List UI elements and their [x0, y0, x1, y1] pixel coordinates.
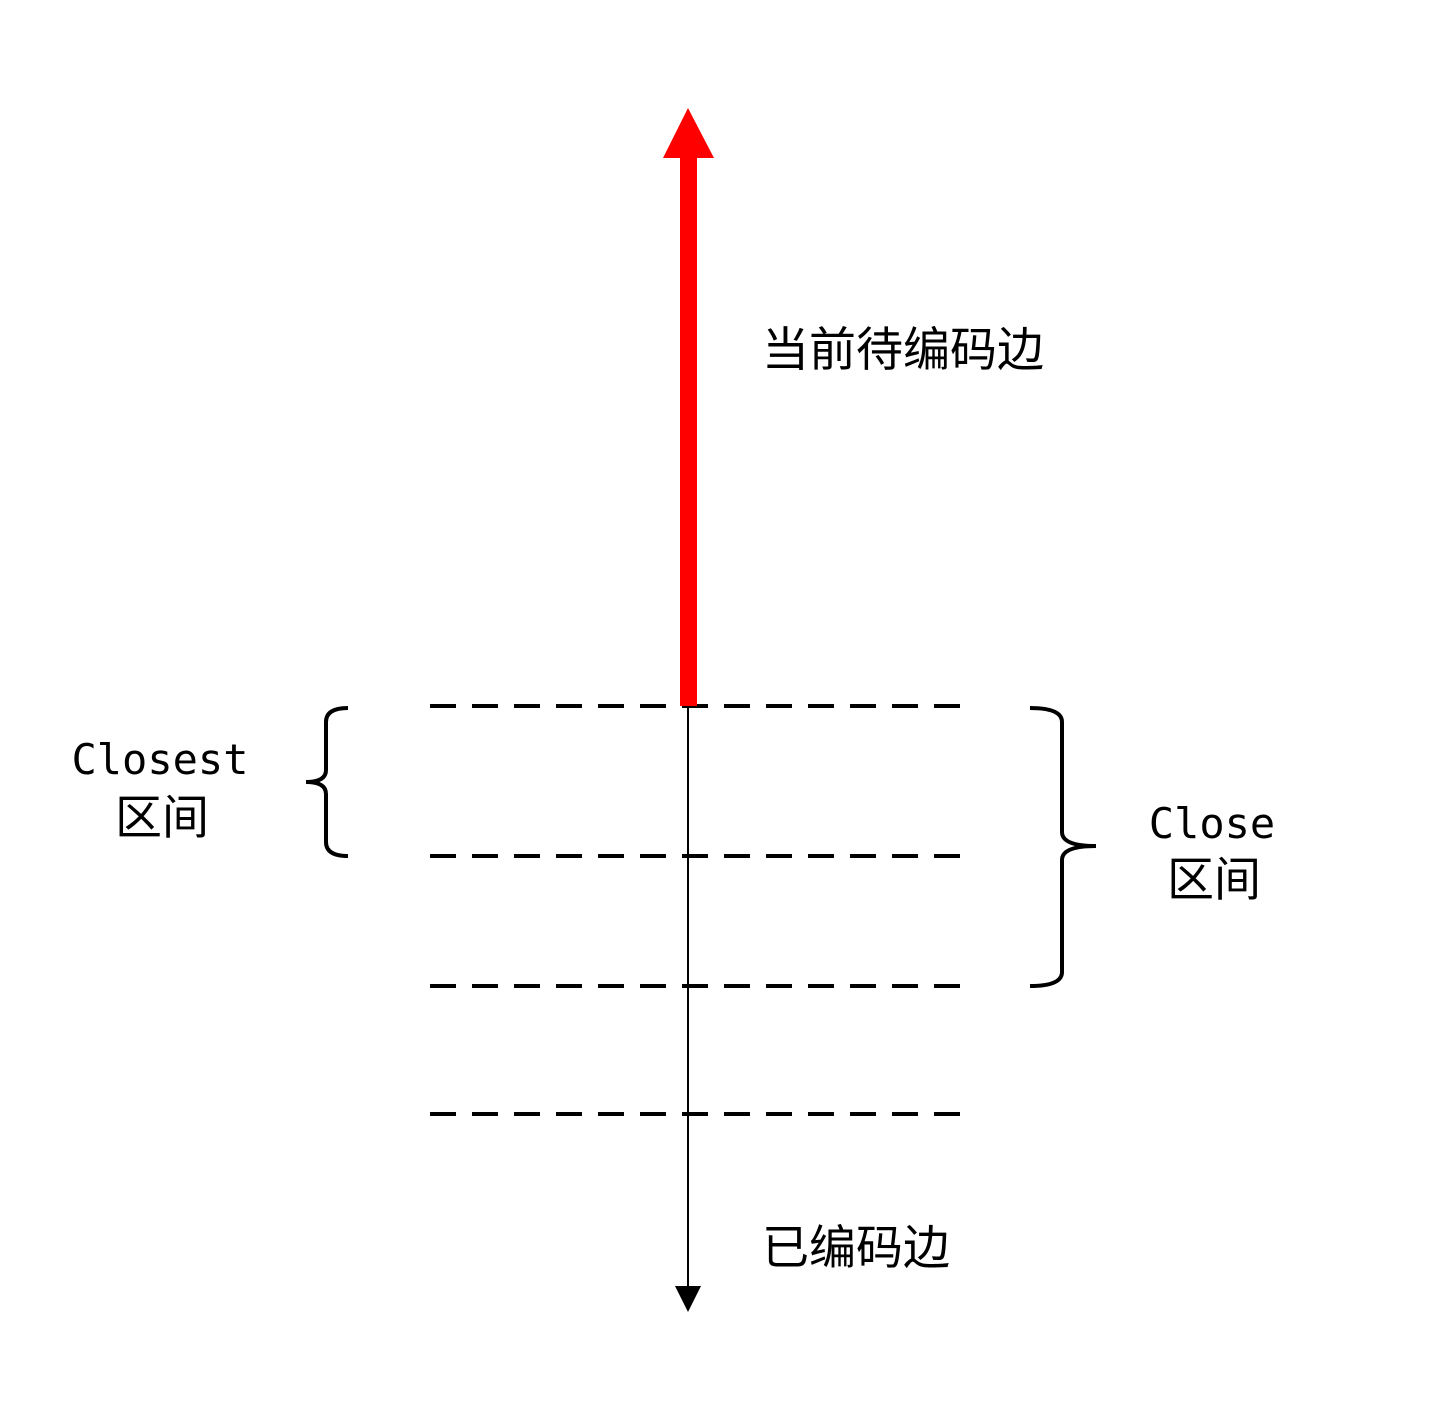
encoded-edge-arrowhead	[675, 1286, 701, 1312]
current-edge-arrowhead	[663, 108, 714, 158]
close-interval-label-line2: 区间	[1167, 853, 1261, 908]
encoded-edge-label: 已编码边	[762, 1221, 950, 1276]
closest-interval-label-line2: 区间	[115, 791, 209, 846]
closest-interval-brace	[305, 706, 349, 858]
encoded-edge-arrow	[675, 706, 701, 1312]
close-interval-brace	[1029, 706, 1097, 988]
current-edge-label: 当前待编码边	[762, 323, 1044, 378]
close-interval-label-line1: Close	[1149, 799, 1275, 848]
closest-interval-label-line1: Closest	[71, 735, 248, 784]
current-edge-arrow	[663, 108, 714, 706]
interval-boundaries	[430, 704, 960, 1116]
current-edge-shaft	[680, 154, 697, 706]
